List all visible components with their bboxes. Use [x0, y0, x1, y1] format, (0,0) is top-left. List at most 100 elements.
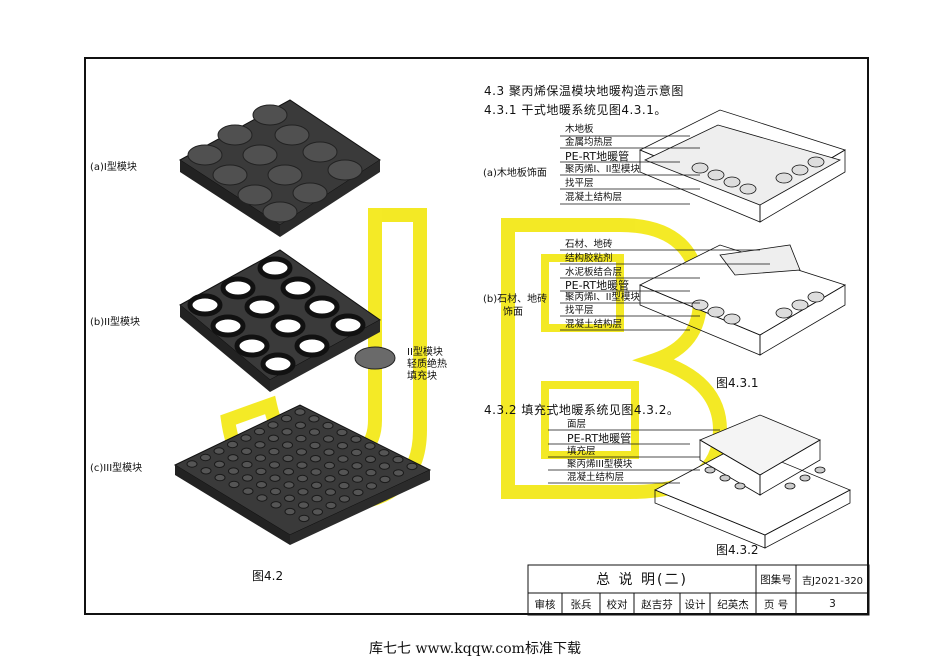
module-stud [268, 434, 279, 442]
module-stud [296, 448, 307, 456]
dry-a-title: (a)木地板饰面 [483, 168, 547, 179]
module-stud [241, 447, 252, 455]
module-stud [323, 435, 334, 443]
dry-a-layer: 混凝土结构层 [565, 192, 623, 203]
module-stud [378, 449, 390, 457]
module-stud [365, 455, 376, 463]
module-stud [309, 428, 320, 436]
module-stud [351, 462, 363, 470]
module-stud [295, 434, 307, 443]
module-stud [283, 481, 295, 489]
figure-4-2-caption: 图4.2 [252, 569, 284, 583]
designer-name: 纪英杰 [717, 598, 749, 611]
module-stud [379, 475, 391, 484]
page-label: 页 号 [763, 598, 789, 611]
module-stud [297, 474, 308, 483]
module-stud [296, 461, 308, 469]
leader-lines [548, 135, 770, 484]
module-stud [351, 448, 362, 457]
module-stud [338, 468, 349, 476]
fill-layer: 聚丙烯III型模块 [567, 459, 633, 470]
module-stud [281, 414, 292, 423]
drawing-title: 总 说 明(二) [596, 572, 688, 588]
fill-block-label-line: 填充块 [407, 371, 437, 382]
subsection-dry-heading: 4.3.1 干式地暖系统见图4.3.1。 [484, 103, 667, 117]
dry-b-title-line: (b)石材、地砖 [483, 294, 548, 305]
design-label: 设计 [684, 598, 706, 611]
module-stud [242, 487, 254, 495]
module-stud [255, 454, 266, 462]
module-stud [365, 468, 377, 477]
module-stud [295, 421, 306, 429]
module-stud [324, 475, 336, 483]
module-a-label: (a)I型模块 [90, 162, 137, 173]
module-stud [308, 415, 320, 423]
module-type-2 [179, 249, 396, 392]
module-stud [283, 468, 294, 476]
dry-b-layer: 水泥板结合层 [565, 267, 623, 278]
module-stud [350, 435, 362, 443]
dry-b-layer: 混凝土结构层 [565, 319, 623, 330]
module-stud [298, 514, 310, 523]
module-type-1 [179, 99, 381, 237]
module-stud [270, 487, 281, 496]
reviewer-name: 张兵 [570, 598, 592, 611]
module-stud [228, 467, 239, 475]
module-stud [267, 421, 279, 429]
module-stud [254, 427, 265, 436]
module-stud [309, 441, 321, 450]
fill-layer: 混凝土结构层 [567, 472, 625, 483]
dry-a-layer: PE-RT地暖管 [565, 150, 630, 163]
dry-a-layer: 金属均热层 [565, 137, 613, 148]
module-stud [284, 507, 296, 516]
module-stud [282, 454, 294, 463]
module-stud [297, 488, 309, 496]
module-stud [298, 501, 309, 509]
title-block-grid [527, 564, 870, 616]
dry-b-layer: PE-RT地暖管 [565, 279, 630, 292]
figure-4-3-2-caption: 图4.3.2 [716, 543, 759, 557]
fill-layer: 填充层 [567, 446, 596, 457]
module-stud [392, 455, 404, 464]
module-stud [242, 474, 253, 482]
drawing-frame [84, 57, 869, 615]
dry-a-layer: 找平层 [565, 178, 594, 189]
module-stud [254, 441, 266, 449]
module-stud [227, 440, 238, 449]
section-heading: 4.3 聚丙烯保温模块地暖构造示意图 [484, 84, 684, 98]
module-stud [270, 501, 282, 509]
module-stud [213, 447, 225, 455]
figure-4-3-1-caption: 图4.3.1 [716, 376, 759, 390]
module-stud [337, 442, 348, 450]
module-stud [338, 481, 350, 490]
module-stud [282, 441, 293, 449]
module-stud [379, 462, 390, 470]
module-stud [311, 494, 323, 503]
module-stud [256, 481, 267, 489]
module-stud [325, 488, 336, 496]
module-stud [312, 508, 323, 516]
fill-block-label: II型模块 轻质绝热 填充块 [407, 347, 447, 383]
module-stud [322, 421, 334, 430]
module-stud [310, 455, 321, 463]
module-stud [310, 468, 322, 476]
module-stud [269, 461, 280, 469]
module-stud [214, 473, 226, 482]
module-stud [406, 462, 418, 471]
module-stud [227, 454, 239, 462]
module-stud [268, 447, 280, 456]
footer-source-text: 库七七 www.kqqw.com标准下载 [369, 641, 581, 657]
module-stud [214, 460, 225, 468]
dry-b-title: (b)石材、地砖 饰面 [483, 293, 547, 319]
fill-layer: PE-RT地暖管 [567, 432, 632, 445]
module-stud [186, 460, 198, 468]
title-block: 总 说 明(二) 图集号 吉J2021-320 审核 张兵 校对 赵吉芬 设计 … [528, 565, 869, 615]
dry-a-layer: 木地板 [565, 124, 594, 135]
subsection-fill-heading: 4.3.2 填充式地暖系统见图4.3.2。 [484, 403, 680, 417]
module-stud [337, 455, 349, 463]
dry-b-title-line: 饰面 [503, 307, 523, 318]
module-stud [366, 482, 377, 490]
module-stud [364, 442, 376, 450]
module-stud [336, 428, 348, 437]
